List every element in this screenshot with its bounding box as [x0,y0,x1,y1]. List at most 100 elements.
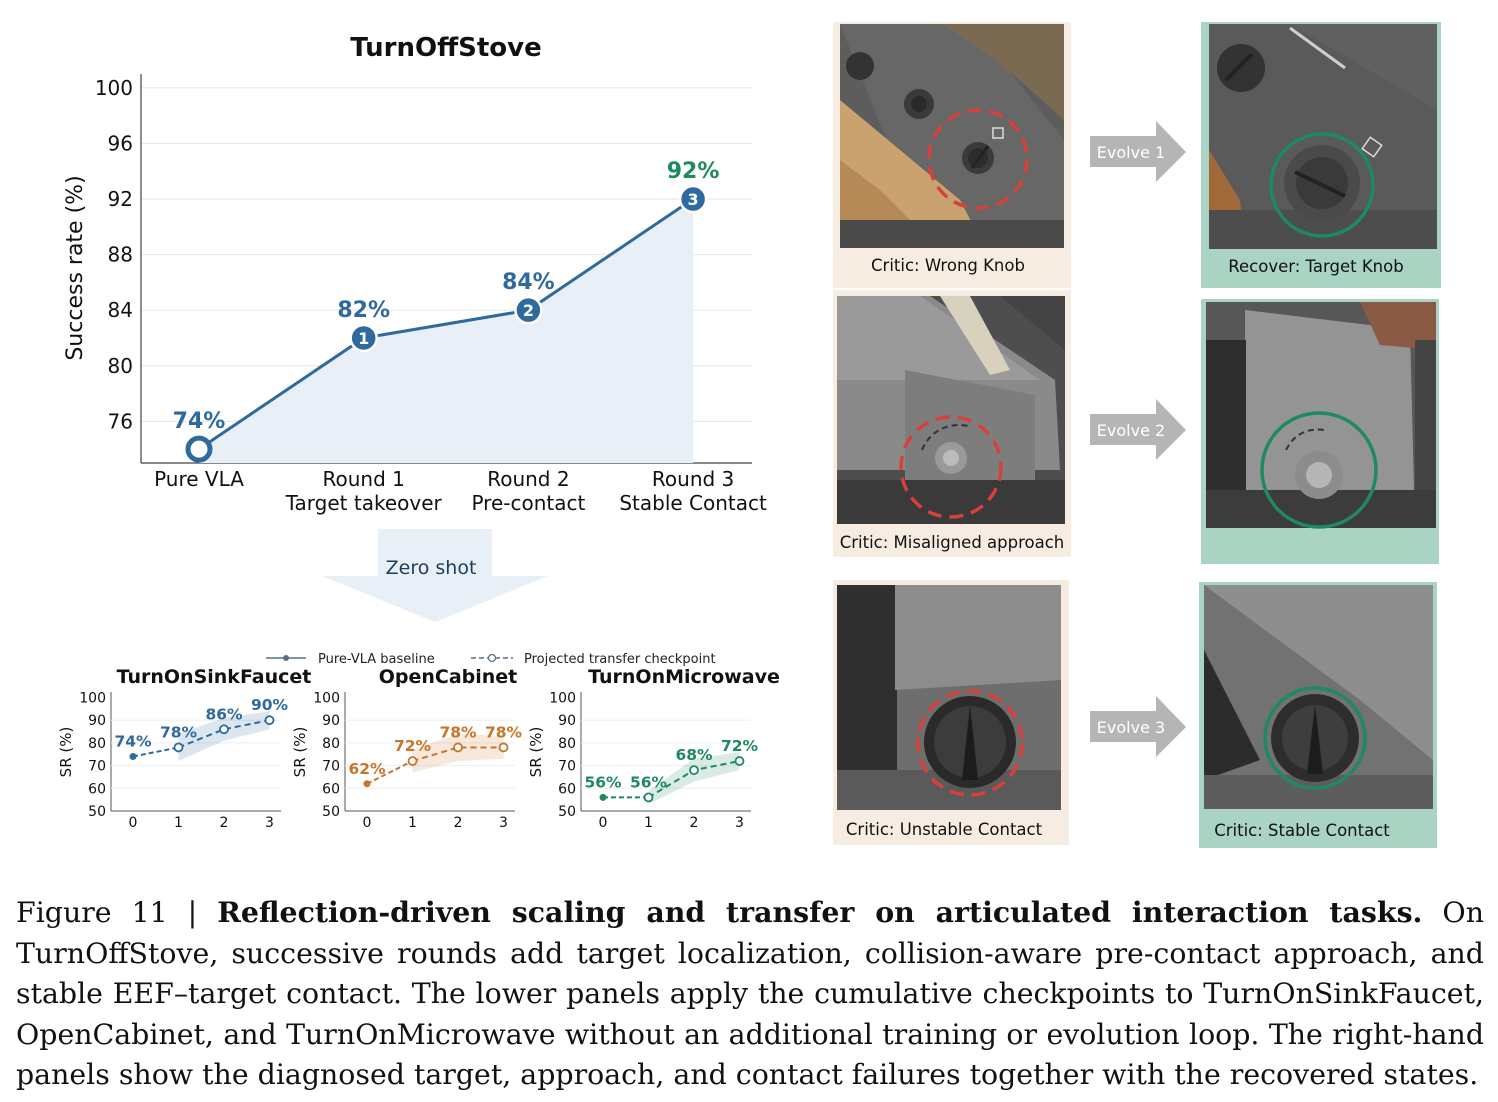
evolve-arrow-3: Evolve 3 [1090,696,1186,757]
main-xtick-label: Round 2 [487,467,569,491]
small-chart-title: TurnOnMicrowave [588,666,780,688]
small-ytick-label: 90 [558,713,576,729]
small-series-line [412,746,504,763]
small-data-label: 78% [160,723,198,741]
small-ytick-label: 60 [322,781,340,797]
small-projected-point [643,792,654,803]
main-point-2 [514,295,543,325]
evolve-label-1: Evolve 1 [1097,143,1165,162]
main-ytick-label: 80 [108,354,133,378]
small-ytick-label: 70 [558,759,576,775]
main-chart-turnoffstove: TurnOffStove Success rate (%) 1009692888… [63,33,767,515]
small-xtick-label: 1 [408,815,417,831]
small-ytick-label: 100 [79,691,106,707]
small-ytick-label: 100 [549,691,576,707]
main-point-marker-label: 1 [358,329,369,348]
small-projected-point [453,742,463,753]
small-projected-point [219,724,229,735]
main-chart-shaded-area [199,199,694,464]
recover-label-3: Critic: Stable Contact [1214,821,1390,840]
legend-projected-label: Projected transfer checkpoint [524,652,716,667]
main-ytick-label: 76 [108,409,133,433]
recover-panel-1-image [1209,24,1437,249]
main-point-marker-label: 3 [688,190,699,209]
main-ytick-label: 92 [108,187,133,211]
small-ytick-label: 80 [88,736,106,752]
main-ytick-label: 84 [108,298,133,322]
small-ylabel: SR (%) [527,727,545,778]
small-ytick-label: 100 [313,691,340,707]
small-data-label: 68% [675,746,713,764]
small-chart-title: TurnOnSinkFaucet [117,666,312,688]
small-confidence-band [178,711,270,762]
success-circle-1 [1269,132,1375,238]
small-chart-title: OpenCabinet [379,666,518,688]
small-xtick-label: 0 [599,815,608,831]
fail-circle-3 [916,689,1024,797]
small-ytick-label: 70 [322,759,340,775]
small-confidence-band [412,733,504,773]
main-data-label: 82% [337,298,390,323]
critic-label-3: Critic: Unstable Contact [846,820,1043,839]
caption-prefix: Figure 11 | [16,896,218,929]
main-point-3 [678,184,708,214]
recover-label-1: Recover: Target Knob [1228,257,1403,276]
small-data-label: 78% [439,723,477,741]
small-data-label: 62% [348,760,386,778]
small-ytick-label: 90 [88,713,106,729]
small-data-label: 78% [485,723,523,741]
panel-row-2: Critic: Misaligned approach Evolve 2 [833,290,1439,564]
main-data-label: 74% [173,409,226,434]
small-confidence-band [648,751,740,805]
legend-baseline-marker [283,655,289,661]
small-xtick-label: 2 [690,815,699,831]
legend: Pure-VLA baseline Projected transfer che… [266,652,716,667]
small-ytick-label: 80 [322,736,340,752]
small-series-segment [366,760,413,785]
small-projected-point [498,742,509,753]
small-ytick-label: 50 [322,804,340,820]
evolve-arrow-1: Evolve 1 [1090,121,1186,182]
zero-shot-label: Zero shot [386,557,477,579]
main-xtick-label: Round 3 [652,467,734,491]
small-xtick-label: 2 [454,815,463,831]
main-xtick-label: Stable Contact [619,491,767,515]
critic-label-1: Critic: Wrong Knob [871,256,1025,275]
figure-caption: Figure 11 | Reflection-driven scaling an… [16,892,1484,1096]
small-data-label: 86% [205,705,243,723]
small-xtick-label: 0 [363,815,372,831]
small-xtick-label: 0 [129,815,138,831]
success-circle-2 [1260,411,1378,529]
legend-baseline-label: Pure-VLA baseline [318,652,435,667]
small-projected-point [407,756,418,766]
critic-panel-1-image [840,24,1064,248]
main-point-1 [349,323,378,353]
small-ylabel: SR (%) [57,727,75,778]
caption-bold: Reflection-driven scaling and transfer o… [217,895,1423,929]
evolve-arrow-2: Evolve 2 [1090,399,1186,460]
small-data-label: 74% [114,733,152,751]
small-data-label: 72% [721,737,759,755]
main-xtick-label: Target takeover [285,491,443,515]
main-data-label: 92% [667,159,720,184]
main-point-marker-label: 2 [523,301,534,320]
small-xtick-label: 3 [265,815,274,831]
main-ytick-label: 96 [108,131,133,155]
evolve-label-3: Evolve 3 [1097,718,1165,737]
small-data-label: 72% [394,737,432,755]
small-ytick-label: 90 [322,713,340,729]
small-ytick-label: 80 [558,736,576,752]
small-projected-point [689,765,699,776]
small-ytick-label: 60 [558,781,576,797]
small-data-label: 56% [584,773,622,791]
small-baseline-point [363,780,371,788]
main-ytick-label: 100 [95,76,133,100]
main-data-label: 84% [502,270,555,295]
small-xtick-label: 2 [220,815,229,831]
critic-panel-3-image [837,585,1061,810]
small-xtick-label: 3 [735,815,744,831]
main-point-0 [185,435,213,463]
